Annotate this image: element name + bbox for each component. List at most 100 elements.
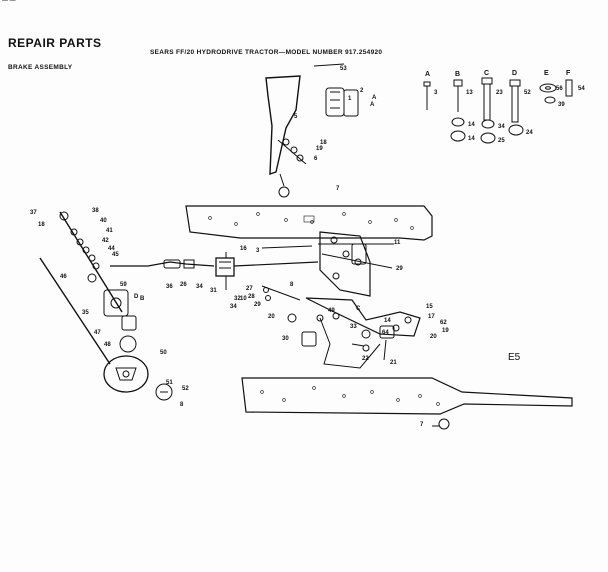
pedal-bracket (325, 87, 359, 117)
washer-e (539, 83, 557, 93)
callout-number: 8 (180, 402, 184, 408)
washer-e2 (544, 96, 556, 104)
callout-number: A (372, 95, 377, 101)
hw-num: 14 (468, 136, 475, 142)
hw-num: 25 (498, 138, 505, 144)
callout-number: D (134, 294, 139, 300)
callout-number: 18 (38, 222, 45, 228)
callout-number: 7 (336, 186, 340, 192)
callout-number: 51 (166, 380, 173, 386)
hardware-numbers: 3 13 23 52 56 54 39 14 34 14 25 24 (434, 86, 585, 144)
hw-num: 14 (468, 122, 475, 128)
callout-number: 16 (240, 246, 247, 252)
callout-number: 19 (316, 146, 323, 152)
callout-number: 49 (328, 308, 335, 314)
callout-number: 44 (108, 246, 115, 252)
hardware-chart (423, 77, 573, 144)
pedal-nut (278, 186, 290, 198)
callout-number: B (140, 296, 145, 302)
brake-rod-lower (39, 257, 111, 365)
hw-num: 23 (496, 90, 503, 96)
hw-num: 52 (524, 90, 531, 96)
callout-number: 50 (160, 350, 167, 356)
callout-number: 15 (426, 304, 433, 310)
callout-number: 62 (440, 320, 447, 326)
callout-number: 3 (256, 248, 260, 254)
callout-number: 35 (82, 310, 89, 316)
lower-frame-rail (241, 377, 573, 415)
callout-number: 27 (246, 286, 253, 292)
callout-number: 19 (442, 328, 449, 334)
hw-num: 13 (466, 90, 473, 96)
callout-number: 48 (104, 342, 111, 348)
callout-number: 1 (348, 96, 352, 102)
hardware-letters: A B C D E F (425, 70, 571, 78)
hw-num: 39 (558, 102, 565, 108)
callout-number: 52 (182, 386, 189, 392)
callout-number: 20 (268, 314, 275, 320)
hw-letter-e: E (544, 70, 549, 77)
hw-letter-c: C (484, 70, 489, 77)
callout-number: 47 (94, 330, 101, 336)
frame-nut (438, 418, 450, 430)
callout-number: 42 (102, 238, 109, 244)
callout-number: 7 (420, 422, 424, 428)
callout-number: 21 (390, 360, 397, 366)
hw-num: 24 (526, 130, 533, 136)
callout-number: 46 (60, 274, 67, 280)
center-bracket (215, 252, 235, 290)
bolt-d (509, 79, 521, 123)
bolt-c (481, 77, 493, 121)
callout-number: 17 (428, 314, 435, 320)
callout-number: 29 (254, 302, 261, 308)
callout-number: 41 (106, 228, 113, 234)
upper-frame-rail (185, 205, 433, 241)
hw-letter-a: A (425, 71, 430, 78)
hw-num: 34 (498, 124, 505, 130)
callout-number: 22 (362, 356, 369, 362)
callout-number: 37 (30, 210, 37, 216)
callout-number: 6 (314, 156, 318, 162)
cable-spring (163, 259, 181, 269)
callout-number: A (370, 102, 375, 108)
callout-number: 38 (92, 208, 99, 214)
section-title: BRAKE ASSEMBLY (8, 64, 73, 71)
brake-cable (110, 261, 215, 267)
callout-number: 34 (230, 304, 237, 310)
callout-number: 8 (290, 282, 294, 288)
callout-number: 2 (360, 88, 364, 94)
disc-key (155, 383, 173, 401)
pin-f (565, 79, 573, 97)
hw-num: 3 (434, 90, 438, 96)
bolt-a (423, 81, 431, 110)
brake-rod-upper (59, 211, 123, 313)
callout-number: 34 (196, 284, 203, 290)
hw-letter-b: B (455, 71, 460, 78)
callout-number: 36 (166, 284, 173, 290)
callout-number: 29 (396, 266, 403, 272)
cable-clamp (183, 259, 195, 269)
corner-mark: — — (2, 0, 16, 4)
brake-pedal (265, 75, 301, 175)
callout-number: 11 (394, 240, 401, 246)
callout-number: C (356, 306, 361, 312)
callout-number: 59 (120, 282, 127, 288)
callout-number: 53 (340, 66, 347, 72)
callout-number: 18 (320, 140, 327, 146)
callout-number: 40 (100, 218, 107, 224)
callout-number: 33 (350, 324, 357, 330)
pedal-rod (313, 63, 345, 67)
callout-number: 10 (240, 296, 247, 302)
brake-caliper (103, 289, 137, 353)
hw-num: 54 (578, 86, 585, 92)
center-rod (233, 261, 319, 267)
callout-number: 28 (248, 294, 255, 300)
callout-number: 64 (382, 330, 389, 336)
reference-mark: E5 (508, 352, 521, 363)
callout-number: 30 (282, 336, 289, 342)
rod-hardware (59, 211, 100, 283)
brake-linkage (319, 231, 371, 297)
